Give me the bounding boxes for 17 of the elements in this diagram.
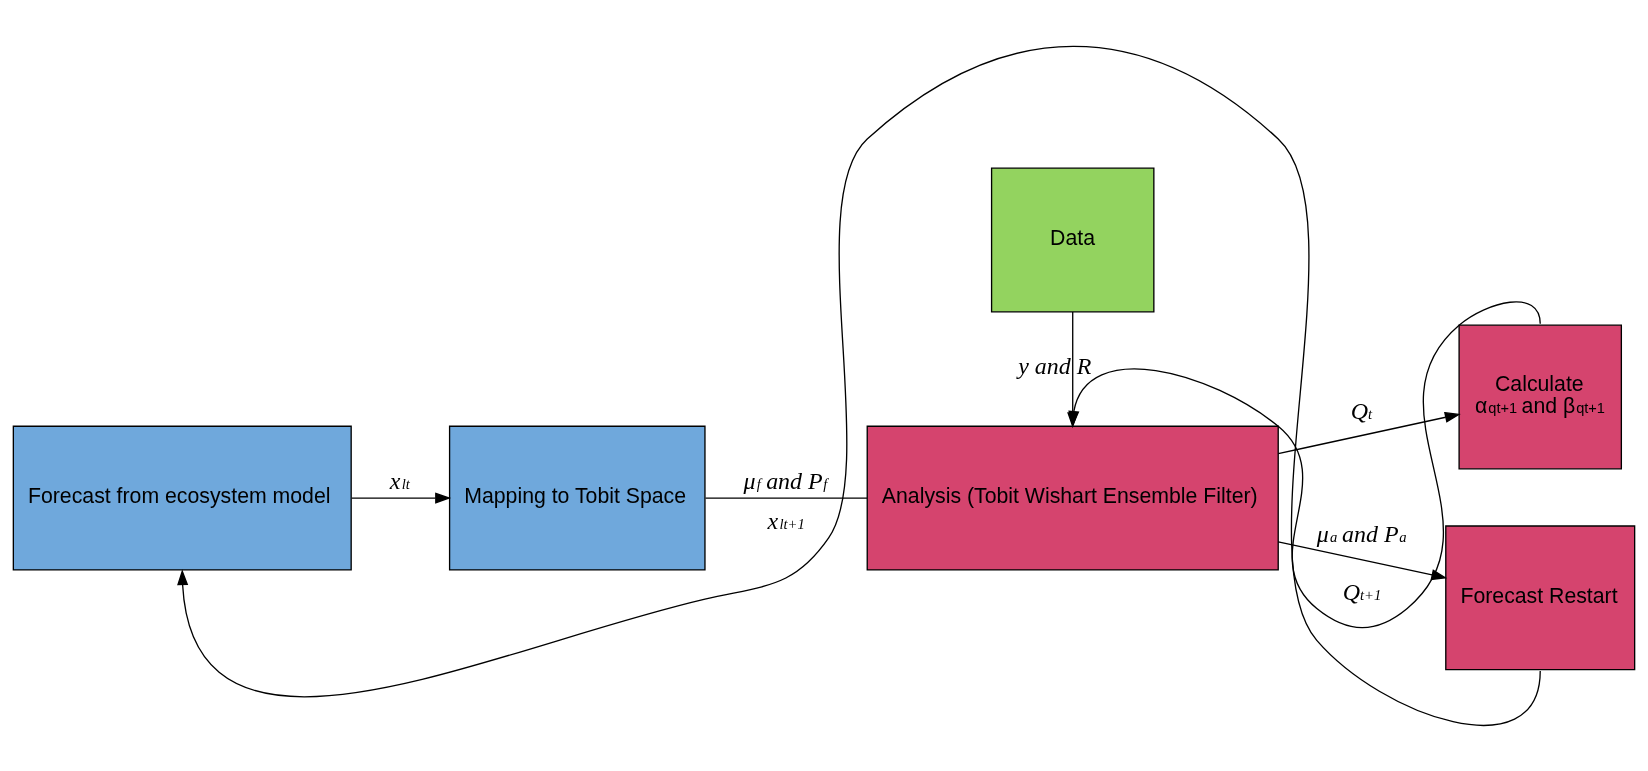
arrow xyxy=(351,491,452,504)
edge-label: μa and Pa xyxy=(1316,520,1407,547)
connector xyxy=(704,496,868,499)
edge-label: μf and Pf xyxy=(743,467,828,494)
node-box: Mapping to Tobit Space xyxy=(448,425,706,571)
node-box: Data xyxy=(990,167,1155,312)
edge-label: y and R xyxy=(1018,352,1092,379)
node-box: Calculate αqt+1 and βqt+1 xyxy=(1458,324,1623,469)
node-box: Forecast Restart xyxy=(1445,524,1636,670)
edge-label: xlt xyxy=(389,467,410,494)
arrow xyxy=(1277,411,1461,454)
node-box: Analysis (Tobit Wishart Ensemble Filter) xyxy=(866,425,1279,571)
edge-label: xlt+1 xyxy=(767,507,805,534)
edge-label: Qt+1 xyxy=(1342,578,1382,605)
arrow xyxy=(177,45,1541,726)
edge-label: Qt xyxy=(1350,397,1373,424)
node-box: Forecast from ecosystem model xyxy=(12,425,352,571)
